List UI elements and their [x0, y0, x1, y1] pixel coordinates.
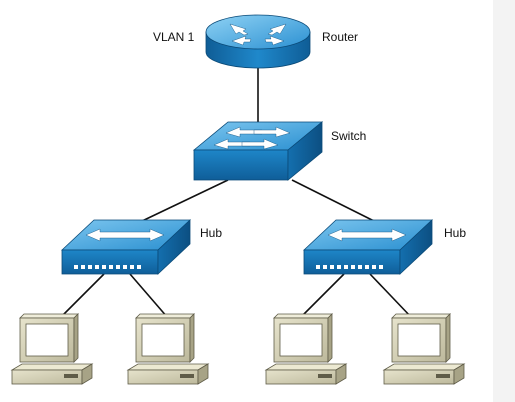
link-hub-left-pc2	[129, 273, 169, 319]
computer-icon	[126, 313, 210, 385]
links	[59, 66, 413, 319]
link-hub-left-pc1	[59, 273, 105, 319]
hub-left-icon	[60, 219, 192, 275]
link-switch-hub-right	[291, 179, 377, 223]
switch-icon	[192, 121, 324, 181]
hub-right-label: Hub	[444, 226, 467, 240]
hub-left-label: Hub	[200, 226, 223, 240]
router-label: Router	[322, 30, 359, 44]
page-edge-strip	[493, 0, 515, 402]
vlan-label: VLAN 1	[153, 30, 195, 44]
router-icon	[205, 14, 311, 69]
computer-icon	[264, 313, 348, 385]
switch-label: Switch	[331, 129, 367, 143]
link-hub-right-pc4	[369, 273, 413, 319]
computer-icon	[10, 313, 94, 385]
hub-right-icon	[302, 219, 434, 275]
link-switch-hub-left	[139, 179, 229, 223]
link-hub-right-pc3	[299, 273, 345, 319]
computer-icon	[382, 313, 466, 385]
